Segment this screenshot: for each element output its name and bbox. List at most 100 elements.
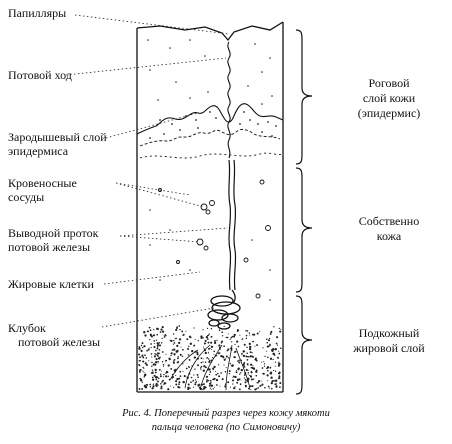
label-epidermis: Роговой слой кожи (эпидермис) bbox=[334, 76, 444, 121]
fat-stipple-dot bbox=[255, 388, 257, 390]
fat-stipple-dot bbox=[214, 339, 216, 342]
fat-stipple-dot bbox=[229, 338, 231, 340]
fat-stipple-dot bbox=[276, 336, 279, 339]
fat-stipple-dot bbox=[247, 371, 249, 374]
fat-stipple-dot bbox=[149, 333, 152, 336]
fat-stipple-dot bbox=[224, 371, 227, 373]
fat-stipple-dot bbox=[157, 361, 159, 363]
fat-stipple-dot bbox=[200, 361, 203, 364]
fat-stipple-dot bbox=[215, 373, 218, 376]
fat-stipple-dot bbox=[247, 356, 250, 358]
fat-stipple-dot bbox=[196, 353, 199, 356]
fat-stipple-dot bbox=[235, 371, 238, 374]
fat-stipple-dot bbox=[259, 331, 261, 333]
fat-stipple-dot bbox=[221, 335, 224, 337]
fat-stipple-dot bbox=[170, 358, 172, 360]
excretory-duct bbox=[228, 159, 237, 291]
label-dermis-line2: кожа bbox=[376, 229, 402, 243]
fat-stipple-dot bbox=[254, 358, 257, 361]
fat-stipple-dot bbox=[146, 349, 148, 352]
fat-stipple-dot bbox=[151, 369, 154, 371]
fat-stipple-dot bbox=[273, 369, 275, 372]
fat-stipple-dot bbox=[148, 360, 150, 362]
fat-stipple-dot bbox=[152, 385, 155, 388]
fat-stipple-dot bbox=[205, 336, 209, 339]
fat-stipple-dot bbox=[141, 342, 144, 345]
fat-stipple-dot bbox=[221, 331, 224, 334]
fat-stipple-dot bbox=[255, 374, 258, 377]
fat-stipple-dot bbox=[161, 370, 163, 372]
fat-stipple-dot bbox=[240, 368, 243, 372]
fat-stipple-dot bbox=[165, 359, 168, 361]
fat-stipple-dot bbox=[141, 381, 144, 383]
fat-stipple-dot bbox=[167, 375, 169, 377]
fat-stipple-dot bbox=[245, 330, 247, 332]
fat-stipple-dot bbox=[266, 366, 270, 369]
fat-stipple-dot bbox=[178, 341, 181, 345]
fat-stipple-dot bbox=[231, 341, 233, 343]
fat-stipple-dot bbox=[264, 386, 266, 389]
epidermis-dermis-boundary bbox=[139, 152, 283, 159]
fat-stipple-dot bbox=[175, 337, 177, 340]
fat-stipple-dot bbox=[208, 333, 210, 335]
fat-stipple-dot bbox=[277, 372, 280, 375]
fat-stipple-dot bbox=[180, 346, 182, 348]
fat-stipple-dot bbox=[238, 361, 241, 364]
fat-stipple-dot bbox=[278, 327, 280, 330]
fat-stipple-dot bbox=[176, 344, 179, 348]
fat-stipple-dot bbox=[272, 352, 275, 355]
fat-stipple-dot bbox=[231, 335, 234, 338]
fat-stipple-dot bbox=[159, 356, 161, 358]
epidermis-stipple bbox=[147, 39, 277, 139]
fat-stipple-dot bbox=[173, 361, 176, 364]
fat-stipple-dot bbox=[170, 352, 173, 355]
fat-stipple-dot bbox=[243, 343, 246, 346]
fat-stipple-dot bbox=[144, 354, 146, 357]
figure-caption-line1: Рис. 4. Поперечный разрез через кожу мяк… bbox=[122, 408, 330, 419]
fat-stipple-dot bbox=[207, 351, 209, 353]
fat-stipple-dot bbox=[174, 338, 176, 340]
fat-stipple-dot bbox=[270, 376, 273, 379]
fat-stipple-dot bbox=[245, 355, 248, 358]
fat-stipple-dot bbox=[168, 357, 171, 360]
fat-stipple-dot bbox=[236, 340, 239, 343]
fat-stipple-dot bbox=[228, 372, 231, 375]
fat-stipple-dot bbox=[162, 379, 165, 382]
fat-stipple-dot bbox=[206, 357, 209, 359]
fat-stipple-dot bbox=[257, 380, 261, 383]
fat-stipple-dot bbox=[147, 348, 150, 351]
fat-stipple-dot bbox=[153, 343, 155, 345]
fat-stipple-dot bbox=[141, 387, 143, 390]
fat-stipple-dot bbox=[142, 370, 144, 372]
fat-stipple-dot bbox=[207, 358, 210, 360]
fat-stipple-dot bbox=[170, 367, 173, 370]
fat-stipple-dot bbox=[208, 373, 211, 376]
fat-stipple-dot bbox=[161, 381, 163, 383]
fat-stipple-dot bbox=[175, 374, 177, 376]
fat-stipple-dot bbox=[152, 376, 154, 379]
fat-stipple-dot bbox=[154, 368, 157, 372]
fat-stipple-dot bbox=[241, 338, 244, 340]
fat-stipple-dot bbox=[207, 352, 209, 354]
label-subcutaneous-line2: жировой слой bbox=[353, 341, 425, 355]
fat-stipple-dot bbox=[204, 339, 207, 342]
fat-stipple-dot bbox=[178, 386, 181, 389]
fat-stipple-dot bbox=[206, 379, 208, 381]
label-germinal-layer-line2: эпидермиса bbox=[8, 144, 69, 158]
fat-stipple-dot bbox=[163, 382, 166, 385]
fat-stipple-dot bbox=[172, 386, 175, 388]
label-fat-cells: Жировые клетки bbox=[8, 277, 94, 291]
fat-stipple-dot bbox=[243, 374, 246, 376]
fat-stipple-dot bbox=[237, 345, 240, 348]
label-sweat-duct-text: Потовой ход bbox=[8, 68, 72, 82]
fat-stipple-dot bbox=[247, 377, 250, 380]
fat-stipple-dot bbox=[187, 383, 190, 386]
fat-stipple-dot bbox=[138, 346, 141, 348]
fat-stipple-dot bbox=[207, 379, 210, 382]
fat-stipple-dot bbox=[179, 375, 182, 377]
fat-stipple-dot bbox=[280, 328, 282, 330]
fat-stipple-dot bbox=[187, 354, 190, 356]
fat-stipple-dot bbox=[240, 372, 242, 374]
fat-stipple-dot bbox=[213, 341, 217, 345]
